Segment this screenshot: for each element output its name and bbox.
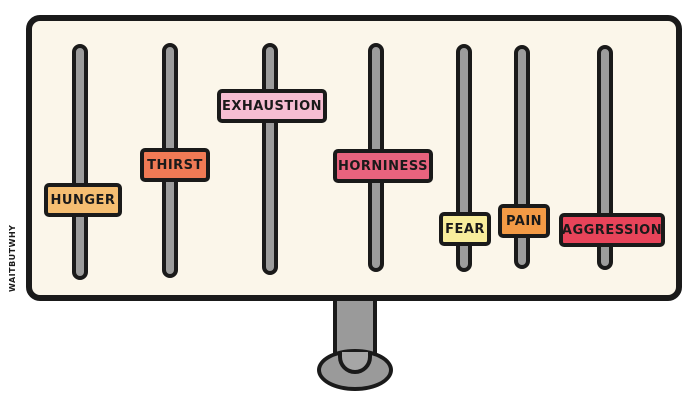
slider-knob-hunger[interactable]: HUNGER	[44, 183, 122, 217]
track-exhaustion	[262, 43, 278, 275]
slider-knob-thirst[interactable]: THIRST	[140, 148, 210, 182]
slider-knob-horniness[interactable]: HORNINESS	[333, 149, 433, 183]
slider-knob-aggression[interactable]: AGGRESSION	[559, 213, 665, 247]
slider-knob-pain[interactable]: PAIN	[498, 204, 550, 238]
stand-base-collar	[338, 352, 372, 374]
slider-knob-exhaustion[interactable]: EXHAUSTION	[217, 89, 327, 123]
track-hunger	[72, 44, 88, 280]
slider-knob-fear[interactable]: FEAR	[439, 212, 491, 246]
watermark: WAITBUTWHY	[8, 224, 17, 292]
